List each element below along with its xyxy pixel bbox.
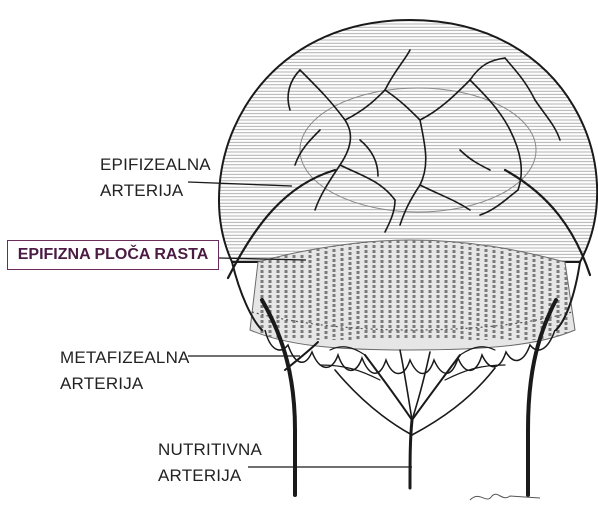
label-nutrient-artery-line2: ARTERIJA — [158, 463, 262, 489]
growth-plate — [250, 240, 575, 350]
label-metaphyseal-artery-line1: METAFIZEALNA — [60, 345, 190, 371]
label-epiphyseal-artery: EPIFIZEALNA ARTERIJA — [100, 152, 211, 204]
label-epiphyseal-artery-line2: ARTERIJA — [100, 178, 211, 204]
epiphysis-head — [219, 20, 597, 262]
label-growth-plate: EPIFIZNA PLOČA RASTA — [7, 240, 219, 270]
label-metaphyseal-artery: METAFIZEALNA ARTERIJA — [60, 345, 190, 397]
label-epiphyseal-artery-line1: EPIFIZEALNA — [100, 152, 211, 178]
label-nutrient-artery: NUTRITIVNA ARTERIJA — [158, 437, 262, 489]
label-metaphyseal-artery-line2: ARTERIJA — [60, 371, 190, 397]
label-nutrient-artery-line1: NUTRITIVNA — [158, 437, 262, 463]
